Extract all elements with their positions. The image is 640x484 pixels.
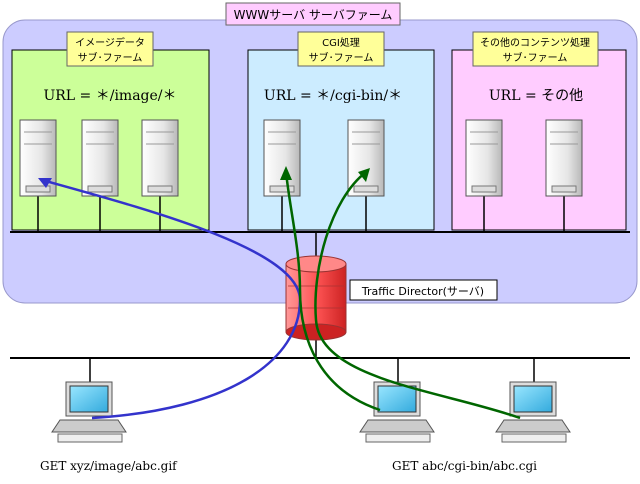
cgi-request-path — [314, 171, 521, 420]
cgi-request-arrowhead — [280, 166, 292, 180]
subfarm-image-label-line2: サブ･ファーム — [78, 51, 143, 64]
traffic-director-label: Traffic Director(サーバ) — [361, 285, 484, 298]
server-icon — [263, 119, 301, 232]
subfarm-cgi-label-line2: サブ･ファーム — [309, 51, 374, 64]
cgi-request-path — [284, 171, 381, 412]
subfarm-other-label-box — [472, 31, 599, 67]
image-request-arrowhead — [38, 178, 52, 188]
server-icon — [141, 119, 179, 232]
subfarm-other-label-line1: その他のコンテンツ処理 — [480, 36, 590, 49]
subfarm-other-url-rule: URL = その他 — [489, 88, 583, 104]
subfarm-image-url-rule: URL = ＊/image/＊ — [43, 88, 176, 104]
server-icon — [81, 119, 119, 232]
subfarm-image-label-box — [66, 31, 154, 67]
client-cgi-request: GET abc/cgi-bin/abc.cgi — [392, 459, 537, 473]
cgi-request-arrowhead — [358, 168, 370, 182]
client-image-request: GET xyz/image/abc.gif — [40, 459, 178, 473]
client-pc-icon — [495, 358, 571, 443]
server-icon — [465, 119, 503, 232]
subfarm-cgi-label-box — [297, 31, 385, 67]
farm-title: WWWサーバ サーバファーム — [234, 8, 393, 22]
subfarm-other-label-line2: サブ･ファーム — [503, 51, 568, 64]
server-icon — [545, 119, 583, 232]
subfarm-cgi-url-rule: URL = ＊/cgi-bin/＊ — [264, 88, 402, 104]
client-pc-icon — [51, 358, 127, 443]
subfarm-image-label-line1: イメージデータ — [75, 36, 145, 49]
subfarm-cgi-label-line1: CGI処理 — [322, 36, 360, 49]
traffic-director-label-box — [349, 279, 498, 301]
client-pc-icon — [359, 358, 435, 443]
farm-title-box — [225, 2, 401, 26]
